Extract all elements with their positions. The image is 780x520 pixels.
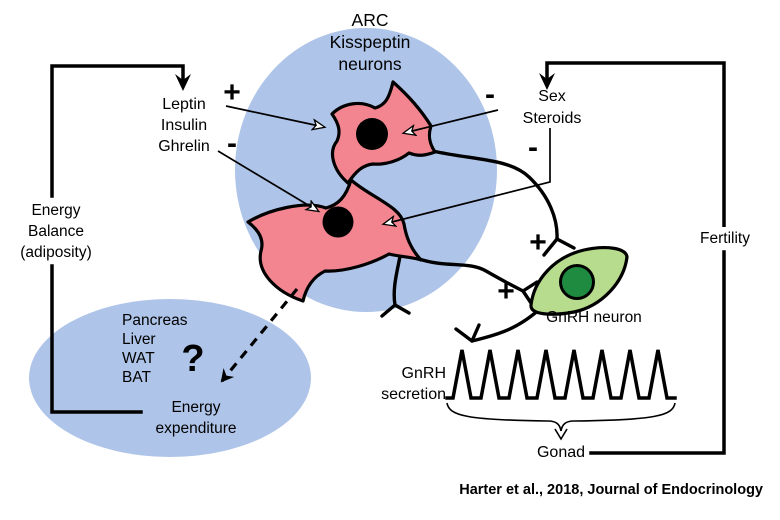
arc-title-line3: neurons [338, 54, 401, 74]
fertility-label-backing [695, 227, 754, 248]
brace-arrowhead [554, 428, 568, 441]
organ-label-pancreas: Pancreas [122, 312, 188, 329]
gnrh-pulse-train [445, 349, 677, 400]
arrowhead-to-hormones [175, 74, 191, 91]
plus-sign-gnrh-upper: + [529, 226, 547, 259]
dashed-arrow-to-energy-expenditure [220, 287, 299, 383]
energy-expenditure-feedback-line [50, 264, 143, 414]
gnrh-neuron-label: GnRH neuron [546, 309, 642, 326]
kisspeptin-neuron-lower [246, 178, 423, 303]
arrow-sexsteroids-to-lower-neuron [384, 128, 551, 224]
brace-right [560, 402, 676, 432]
minus-sign-ghrelin: - [227, 127, 237, 160]
fertility-label: Fertility [700, 230, 750, 247]
citation: Harter et al., 2018, Journal of Endocrin… [459, 482, 763, 498]
organ-label-bat: BAT [122, 369, 152, 386]
arrow-ghrelin-to-lower-neuron [217, 150, 318, 211]
hormone-label-ghrelin: Ghrelin [158, 138, 210, 155]
arc-title-line2: Kisspeptin [330, 32, 411, 52]
plus-sign-gnrh-lower: + [497, 275, 515, 308]
question-mark: ? [181, 338, 204, 380]
axon-lower-terminal-fork [521, 280, 539, 305]
axon-lower-branch-fork [380, 303, 411, 318]
minus-sign-sex-upper: - [485, 78, 495, 111]
axon-upper-terminal-fork [542, 237, 576, 257]
arrow-hormones-to-upper-neuron [225, 105, 324, 127]
minus-sign-sex-lower: - [528, 131, 538, 164]
peripheral-organs-ellipse [29, 299, 311, 457]
energy-balance-feedback-line [50, 64, 185, 198]
axon-upper-kisspeptin [431, 149, 559, 241]
organ-label-wat: WAT [122, 350, 155, 367]
energy-expenditure-line1: Energy [171, 399, 220, 416]
gnrh-axon-fork [454, 323, 481, 343]
hormone-label-leptin: Leptin [162, 96, 206, 113]
fertility-feedback-line-top [545, 61, 726, 228]
upper-neuron-nucleus [356, 118, 388, 150]
axon-lower-kisspeptin [417, 257, 525, 293]
gnrh-neuron-nucleus [559, 264, 595, 300]
gnrh-secretion-line1: GnRH [402, 365, 446, 382]
gnrh-secretion-line2: secretion [381, 386, 446, 403]
gonad-label: Gonad [537, 444, 585, 461]
energy-expenditure-line2: expenditure [155, 420, 236, 437]
energy-balance-line3: (adiposity) [20, 244, 92, 261]
energy-balance-line1: Energy [31, 202, 80, 219]
arrow-sexsteroids-to-upper-neuron [404, 109, 499, 133]
plus-sign-hormones: + [223, 76, 241, 109]
hormone-label-insulin: Insulin [161, 117, 207, 134]
sex-steroids-line2: Steroids [523, 110, 582, 127]
arc-title-line1: ARC [352, 10, 389, 30]
fertility-feedback-line-bottom [589, 250, 726, 455]
brace-left [446, 402, 562, 432]
sex-steroids-line1: Sex [538, 88, 566, 105]
energy-balance-line2: Balance [28, 223, 84, 240]
lower-neuron-nucleus [322, 206, 354, 238]
organ-label-liver: Liver [122, 331, 156, 348]
arrowhead-to-sex-steroids [539, 73, 555, 90]
